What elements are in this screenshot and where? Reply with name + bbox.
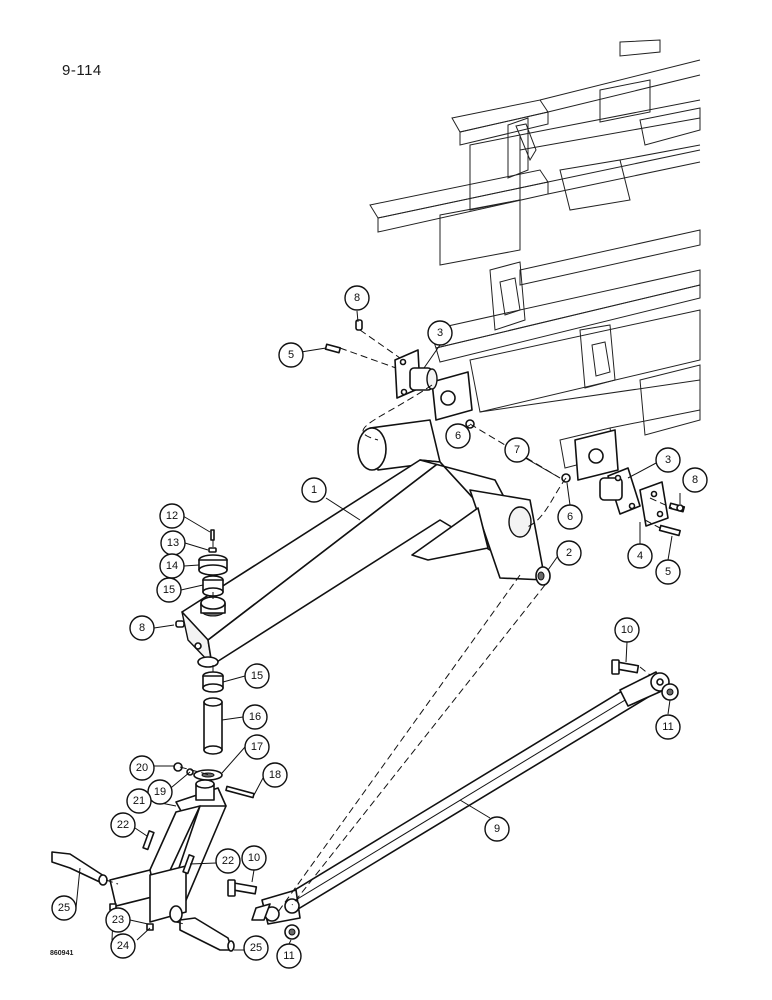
svg-text:4: 4	[637, 550, 643, 562]
callout-20: 20	[129, 755, 155, 781]
spindle-assembly	[193, 671, 224, 781]
svg-text:15: 15	[251, 670, 263, 682]
svg-text:14: 14	[166, 560, 178, 572]
svg-text:25: 25	[250, 942, 262, 954]
callout-25-right: 25	[243, 935, 269, 961]
drawing-code: 860941	[50, 950, 74, 957]
callout-15-upper: 15	[156, 577, 182, 603]
svg-text:16: 16	[249, 711, 261, 723]
callout-13: 13	[160, 530, 186, 556]
callout-4: 4	[627, 543, 653, 569]
svg-text:11: 11	[283, 950, 294, 962]
callout-25-left: 25	[51, 895, 77, 921]
callout-14: 14	[159, 553, 185, 579]
page-number: 9-114	[62, 62, 102, 79]
svg-text:2: 2	[566, 547, 572, 559]
callout-8-left: 8	[129, 615, 155, 641]
svg-text:5: 5	[665, 566, 671, 578]
callout-21: 21	[126, 788, 152, 814]
svg-text:5: 5	[288, 349, 294, 361]
svg-text:12: 12	[166, 510, 178, 522]
callout-2: 2	[556, 540, 582, 566]
svg-text:25: 25	[58, 902, 70, 914]
svg-text:3: 3	[665, 454, 671, 466]
svg-text:8: 8	[139, 622, 145, 634]
callout-24: 24	[110, 933, 136, 959]
svg-text:22: 22	[222, 855, 234, 867]
implement-frame	[369, 39, 701, 469]
callout-8-right: 8	[682, 467, 708, 493]
svg-text:7: 7	[514, 444, 520, 456]
svg-text:13: 13	[167, 537, 179, 549]
caster-fork	[109, 762, 255, 931]
spindle-right	[179, 917, 235, 952]
sway-brace-hardware	[227, 659, 679, 940]
callout-6-upper: 6	[445, 423, 471, 449]
main-hitch-arm	[175, 459, 546, 668]
callout-5-lower: 5	[655, 559, 681, 585]
svg-text:6: 6	[455, 430, 461, 442]
svg-text:17: 17	[251, 741, 263, 753]
callout-3-lower: 3	[655, 447, 681, 473]
callout-7: 7	[504, 437, 530, 463]
callout-15-lower: 15	[244, 663, 270, 689]
frame-hitch-plate-left	[431, 371, 473, 421]
svg-text:24: 24	[117, 940, 129, 952]
pivot-bracket-lower	[599, 467, 669, 527]
pivot-bracket-upper	[394, 349, 438, 399]
callout-1: 1	[301, 477, 327, 503]
callout-10-right: 10	[614, 617, 640, 643]
svg-text:3: 3	[437, 327, 443, 339]
svg-text:8: 8	[354, 292, 360, 304]
callout-11-right: 11	[655, 714, 681, 740]
frame-hitch-plate-right	[574, 429, 619, 481]
callout-6-lower: 6	[557, 504, 583, 530]
callout-22-left: 22	[110, 812, 136, 838]
callout-11-left: 11	[276, 943, 302, 969]
svg-text:18: 18	[269, 769, 281, 781]
svg-text:21: 21	[133, 795, 145, 807]
svg-text:23: 23	[112, 914, 124, 926]
assembly-dashed-lines	[105, 329, 673, 925]
bushing-2	[535, 566, 551, 586]
svg-text:15: 15	[163, 584, 175, 596]
callout-3-upper: 3	[427, 320, 453, 346]
svg-text:1: 1	[311, 484, 317, 496]
svg-text:10: 10	[621, 624, 633, 636]
svg-text:11: 11	[662, 721, 673, 733]
leader-lines	[75, 310, 681, 951]
svg-text:8: 8	[692, 474, 698, 486]
svg-text:22: 22	[117, 819, 129, 831]
callout-19: 19	[147, 779, 173, 805]
callout-23: 23	[105, 907, 131, 933]
svg-text:19: 19	[154, 786, 166, 798]
callout-17: 17	[244, 734, 270, 760]
svg-text:9: 9	[494, 823, 500, 835]
callout-22-right: 22	[215, 848, 241, 874]
spindle-left	[51, 851, 108, 886]
callout-10-left: 10	[241, 845, 267, 871]
callout-18: 18	[262, 762, 288, 788]
svg-text:10: 10	[248, 852, 260, 864]
callout-9: 9	[484, 816, 510, 842]
callout-16: 16	[242, 704, 268, 730]
callout-12: 12	[159, 503, 185, 529]
svg-text:6: 6	[567, 511, 573, 523]
callout-8-upper: 8	[344, 285, 370, 311]
sway-brace	[251, 671, 670, 925]
callout-5-upper: 5	[278, 342, 304, 368]
cap-assembly	[198, 529, 228, 597]
svg-text:20: 20	[136, 762, 148, 774]
